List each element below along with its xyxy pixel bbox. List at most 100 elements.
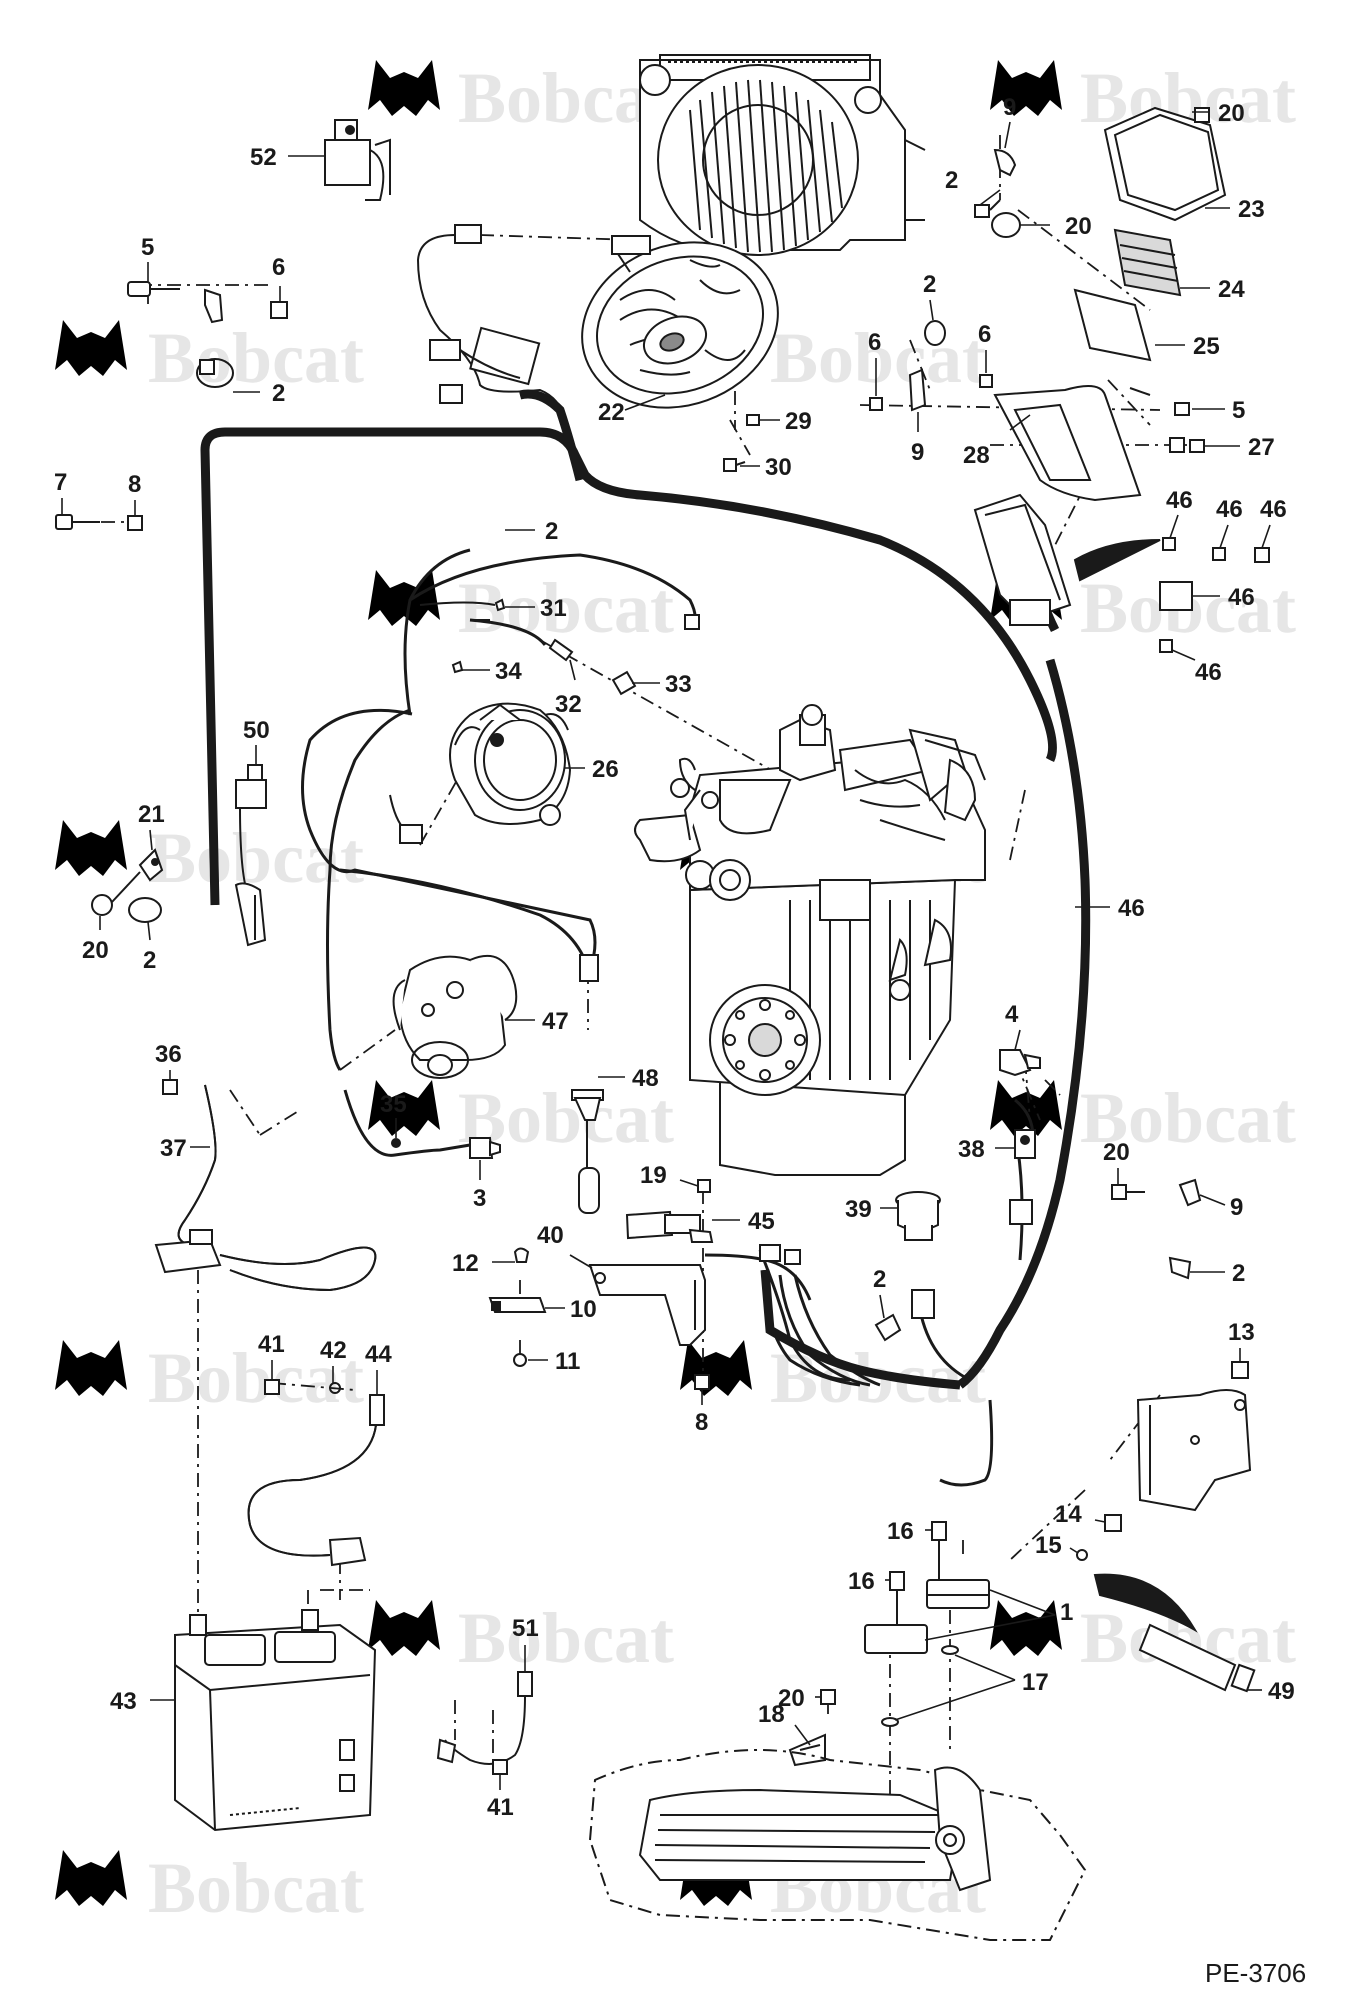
watermark-logo-icon bbox=[368, 1600, 440, 1656]
callout-label: 29 bbox=[785, 408, 812, 435]
callout-label: 23 bbox=[1238, 196, 1265, 223]
ground-strap-51 bbox=[436, 1671, 533, 1775]
callout-label: 9 bbox=[1230, 1194, 1243, 1221]
callout-label: 21 bbox=[138, 801, 165, 828]
nut-washer-14-15 bbox=[1076, 1514, 1122, 1561]
engine-assembly bbox=[634, 704, 986, 1176]
watermark-logo-icon bbox=[55, 1850, 127, 1906]
callout-label: 17 bbox=[1022, 1669, 1049, 1696]
callout-label: 14 bbox=[1055, 1501, 1082, 1528]
watermark-logo-icon bbox=[55, 820, 127, 876]
callout-label: 41 bbox=[258, 1331, 285, 1358]
callout-label: 46 bbox=[1228, 584, 1255, 611]
callout-label: 19 bbox=[640, 1162, 667, 1189]
callout-label: 18 bbox=[758, 1701, 785, 1728]
callout-label: 2 bbox=[272, 380, 285, 407]
callout-label: 24 bbox=[1218, 276, 1245, 303]
nut-bolt-29-30 bbox=[723, 414, 760, 472]
callout-label: 44 bbox=[365, 1341, 392, 1368]
watermark-text: Bobcat bbox=[458, 58, 674, 138]
callout-label: 5 bbox=[141, 234, 154, 261]
ground-cable-44 bbox=[247, 1379, 385, 1567]
watermark-logo-icon bbox=[990, 60, 1062, 116]
callout-label: 20 bbox=[1065, 213, 1092, 240]
callout-label: 47 bbox=[542, 1008, 569, 1035]
callout-label: 34 bbox=[495, 658, 522, 685]
callout-label: 45 bbox=[748, 1208, 775, 1235]
watermark-logo-icon bbox=[680, 1340, 752, 1396]
callout-label: 31 bbox=[540, 595, 567, 622]
callout-label: 11 bbox=[555, 1348, 580, 1375]
callout-label: 49 bbox=[1268, 1678, 1295, 1705]
callout-label: 46 bbox=[1166, 487, 1193, 514]
callout-label: 2 bbox=[143, 947, 156, 974]
callout-label: 41 bbox=[487, 1794, 514, 1821]
callout-label: 40 bbox=[537, 1222, 564, 1249]
callout-label: 8 bbox=[695, 1409, 708, 1436]
callout-label: 50 bbox=[243, 717, 270, 744]
callout-label: 20 bbox=[1103, 1139, 1130, 1166]
callout-label: 42 bbox=[320, 1337, 347, 1364]
connector-bracket-45 bbox=[625, 1179, 801, 1265]
bracket-assembly-top-left bbox=[127, 281, 288, 388]
fan-harness-connectors bbox=[416, 224, 566, 421]
battery-43 bbox=[174, 1609, 377, 1832]
callout-label: 38 bbox=[958, 1136, 985, 1163]
callout-label: 36 bbox=[155, 1041, 182, 1068]
callout-label: 20 bbox=[1218, 100, 1245, 127]
watermark-text: Bobcat bbox=[148, 318, 364, 398]
pressure-switch-39 bbox=[895, 1191, 941, 1319]
dielectric-grease-tube-49 bbox=[1093, 1573, 1256, 1693]
cooling-fan bbox=[581, 235, 779, 409]
starter-motor-47 bbox=[392, 955, 518, 1079]
drawing-number: PE-3706 bbox=[1205, 1958, 1306, 1988]
callout-label: 10 bbox=[570, 1296, 597, 1323]
callout-label: 15 bbox=[1035, 1532, 1062, 1559]
callout-label: 8 bbox=[128, 471, 141, 498]
callout-label: 6 bbox=[978, 321, 991, 348]
callout-label: 20 bbox=[778, 1685, 805, 1712]
callout-label: 9 bbox=[1003, 94, 1016, 121]
callout-label: 5 bbox=[1232, 397, 1245, 424]
callout-label: 32 bbox=[555, 691, 582, 718]
callout-label: 20 bbox=[82, 937, 109, 964]
watermark-logo-icon bbox=[55, 1340, 127, 1396]
controller-module bbox=[973, 493, 1161, 626]
callout-label: 26 bbox=[592, 756, 619, 783]
watermark-logo-icon bbox=[55, 320, 127, 376]
callout-labels: 52 5 6 2 7 8 9 20 2 20 23 24 25 2 6 6 9 … bbox=[54, 94, 1295, 1821]
callout-label: 2 bbox=[1232, 1260, 1245, 1287]
fuse-set-46 bbox=[1159, 537, 1270, 653]
callout-label: 51 bbox=[512, 1615, 539, 1642]
watermark-text: Bobcat bbox=[148, 1848, 364, 1928]
callout-label: 13 bbox=[1228, 1319, 1255, 1346]
callout-label: 4 bbox=[1005, 1001, 1019, 1028]
callout-label: 12 bbox=[452, 1250, 479, 1277]
callout-label: 28 bbox=[963, 442, 990, 469]
callout-label: 6 bbox=[272, 254, 285, 281]
machine-frame bbox=[588, 1749, 1087, 1941]
watermark-text: Bobcat bbox=[770, 318, 986, 398]
callout-label: 46 bbox=[1216, 496, 1243, 523]
screw-and-nut-7-8 bbox=[55, 514, 143, 531]
watermark-text: Bobcat bbox=[148, 1338, 364, 1418]
clip-cluster-mid-right bbox=[869, 320, 1205, 453]
callout-label: 2 bbox=[945, 167, 958, 194]
callout-label: 52 bbox=[250, 144, 277, 171]
callout-label: 43 bbox=[110, 1688, 137, 1715]
callout-label: 46 bbox=[1118, 895, 1145, 922]
callout-label: 39 bbox=[845, 1196, 872, 1223]
callout-label: 2 bbox=[545, 518, 558, 545]
watermark-text: Bobcat bbox=[458, 1598, 674, 1678]
clamp-10-11-12 bbox=[488, 1247, 547, 1367]
callout-label: 33 bbox=[665, 671, 692, 698]
mounting-bracket-40 bbox=[588, 1264, 706, 1346]
relay-50 bbox=[234, 764, 267, 947]
watermark-logo-icon bbox=[368, 570, 440, 626]
callout-label: 3 bbox=[473, 1185, 486, 1212]
watermark-logo-icon bbox=[990, 1600, 1062, 1656]
main-wire-harness bbox=[200, 389, 1091, 1487]
fuse-box-assembly bbox=[993, 106, 1227, 502]
support-bracket-13 bbox=[1136, 1361, 1252, 1512]
sensor-4-38 bbox=[999, 1049, 1041, 1225]
